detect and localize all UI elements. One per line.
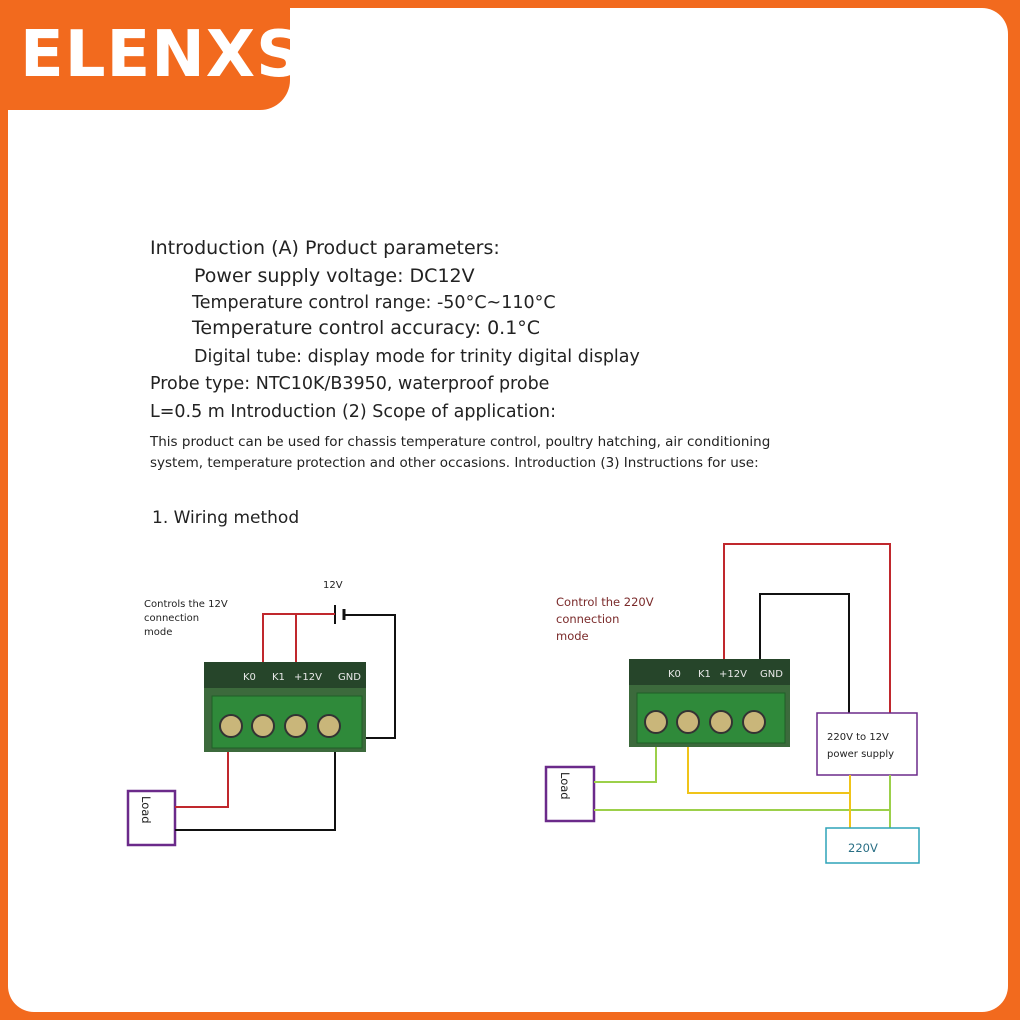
screw-k1 [251,714,275,738]
left-caption-line3: mode [144,627,172,638]
pcb-label-strip [204,662,366,688]
left-load-box [126,789,177,847]
screw-k1 [676,710,700,734]
screw-gnd [317,714,341,738]
terminal-label-gnd: GND [760,669,783,680]
left-wiring-diagram: Controls the 12V connection mode 12V K0 … [126,580,396,847]
right-wiring-diagram: Control the 220V connection mode K0 K1 +… [544,543,920,864]
wire-black-psu [759,593,850,713]
right-caption-line1: Control the 220V [556,595,654,609]
scope-text-line2: system, temperature protection and other… [150,455,759,471]
spec-temp-accuracy: Temperature control accuracy: 0.1°C [192,317,541,339]
wire-red-psu [723,543,891,713]
screw-k0 [219,714,243,738]
terminal-label-k1: K1 [272,672,285,683]
left-caption-line2: connection [144,613,199,624]
wire-green-k0-load [594,747,657,783]
wire-red-k1 [262,613,335,664]
battery-label: 12V [323,580,343,591]
psu-label-line1: 220V to 12V [827,732,889,743]
spec-digital-tube: Digital tube: display mode for trinity d… [194,347,640,367]
right-caption-line3: mode [556,629,589,643]
wire-red-load [175,752,229,808]
scope-text-line1: This product can be used for chassis tem… [150,434,771,450]
psu-box [816,712,918,776]
left-load-label: Load [139,796,153,824]
pcb-label-strip [629,659,790,685]
spec-power-supply: Power supply voltage: DC12V [194,265,475,287]
terminal-label-gnd: GND [338,672,361,683]
right-terminal-board: K0 K1 +12V GND [629,659,790,747]
right-load-box [544,765,596,823]
terminal-label-k0: K0 [668,669,681,680]
screw-12v [709,710,733,734]
terminal-label-k1: K1 [698,669,711,680]
screw-k0 [644,710,668,734]
right-caption-line2: connection [556,612,619,626]
mains-box [825,827,920,864]
mains-label: 220V [848,841,878,855]
wire-black-gnd [344,614,396,739]
right-load-label: Load [558,772,572,800]
brand-logo: ELENXS [20,18,304,92]
terminal-label-k0: K0 [243,672,256,683]
screw-12v [284,714,308,738]
wire-black-load [175,752,336,831]
intro-heading: Introduction (A) Product parameters: [150,237,500,259]
spec-temp-range: Temperature control range: -50°C~110°C [192,293,556,313]
spec-probe-type: Probe type: NTC10K/B3950, waterproof pro… [150,374,550,394]
spec-length-scope: L=0.5 m Introduction (2) Scope of applic… [150,402,557,422]
terminal-label-12v: +12V [294,672,322,683]
left-caption-line1: Controls the 12V [144,599,228,610]
brand-banner: ELENXS [0,0,302,110]
psu-label-line2: power supply [827,749,894,760]
terminal-label-12v: +12V [719,669,747,680]
section-title-wiring: 1. Wiring method [152,508,300,528]
screw-gnd [742,710,766,734]
left-terminal-board: K0 K1 +12V GND [204,662,366,752]
wire-yellow-k1 [687,747,850,794]
